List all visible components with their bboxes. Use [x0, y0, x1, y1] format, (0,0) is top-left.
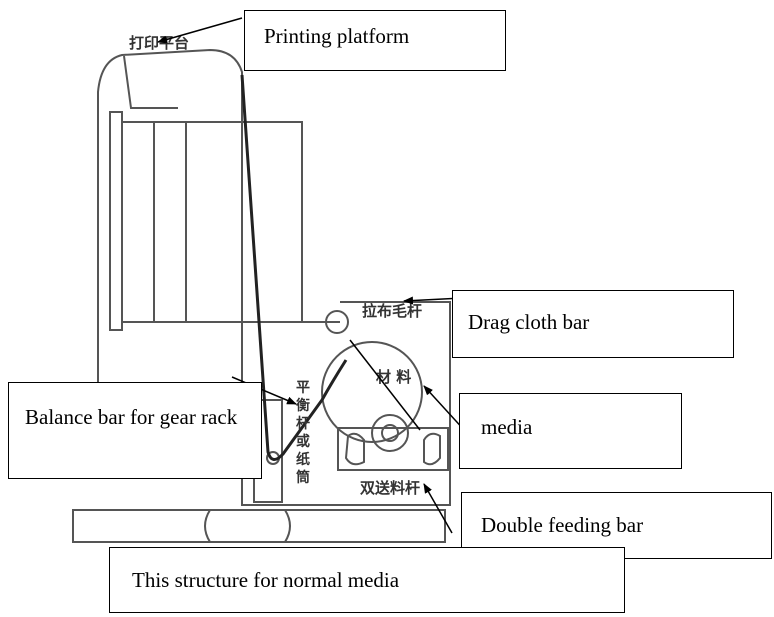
cn-media-label: 材 料: [376, 368, 411, 386]
printing-platform-callout-text: Printing platform: [264, 24, 410, 48]
base-plate: [72, 509, 446, 543]
balance-bar-callout: Balance bar for gear rack: [8, 382, 262, 479]
cn-drag-cloth-bar-label: 拉布毛杆: [362, 302, 422, 320]
cn-printing-platform-label: 打印平台: [129, 34, 189, 52]
cn-balance-bar-char-1: 平: [296, 380, 310, 396]
cn-balance-bar-char-2: 衡: [296, 397, 310, 414]
platform-inner-panel: [121, 121, 303, 323]
leader-double-feeding-bar: [423, 483, 453, 534]
platform-side-rail: [109, 111, 123, 331]
cn-double-feeding-bar-label: 双送料杆: [360, 479, 420, 497]
printer-housing: [97, 48, 340, 448]
balance-bar-callout-text: Balance bar for gear rack: [25, 405, 238, 429]
printing-platform-outline: [97, 48, 243, 448]
leader-balance-bar: [231, 376, 297, 405]
printing-platform-callout: Printing platform: [244, 10, 506, 71]
structure-note-callout: This structure for normal media: [109, 547, 625, 613]
drag-cloth-bar-roller: [325, 310, 349, 334]
cn-balance-bar-char-4: 或: [296, 433, 310, 450]
base-plate-rect: [72, 509, 446, 543]
double-feeding-bar-callout-text: Double feeding bar: [481, 513, 644, 537]
base-plate-break: [204, 509, 291, 543]
frame-outline: [241, 301, 451, 506]
lower-frame: [241, 301, 451, 506]
feed-bracket: [337, 427, 449, 471]
structure-note-callout-text: This structure for normal media: [132, 568, 400, 592]
cn-balance-bar-char-6: 筒: [296, 469, 310, 486]
platform-fold-line: [123, 55, 178, 109]
media-roll: [321, 341, 423, 443]
leader-printing-platform: [157, 17, 243, 44]
callout-leaders: [157, 17, 523, 534]
media-callout-text: media: [481, 415, 533, 439]
cn-balance-bar-char-3: 杆: [296, 415, 310, 432]
media-path: [240, 74, 348, 461]
feed-roller-outer: [371, 414, 409, 452]
cn-balance-bar-char-5: 纸: [296, 451, 310, 468]
feed-roller-inner: [381, 424, 399, 442]
drag-cloth-bar-callout-text: Drag cloth bar: [468, 310, 590, 334]
media-callout: media: [459, 393, 682, 469]
leader-media-tick: [349, 339, 421, 431]
drag-cloth-bar-callout: Drag cloth bar: [452, 290, 734, 358]
